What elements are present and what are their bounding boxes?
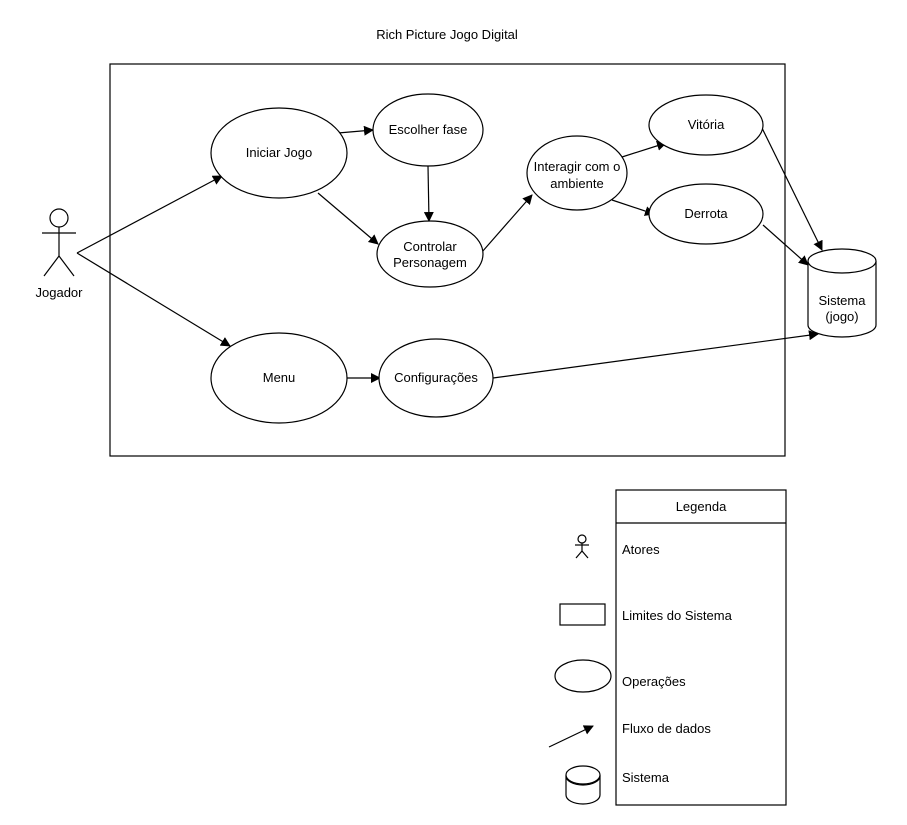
edge-iniciar-escolher <box>337 125 374 136</box>
label-interagir-line1: Interagir com o <box>534 159 621 174</box>
node-derrota <box>648 183 764 245</box>
legend-label-atores: Atores <box>622 542 660 557</box>
label-menu: Menu <box>263 370 296 385</box>
edge-jogador-menu <box>76 252 231 347</box>
node-escolher-fase <box>372 93 484 167</box>
legend-arrow-icon <box>548 725 594 748</box>
sistema-label-line2: (jogo) <box>825 309 858 324</box>
edge-jogador-iniciar <box>76 175 223 254</box>
label-vitoria: Vitória <box>688 117 725 132</box>
node-configuracoes <box>378 338 494 418</box>
edge-escolher-controlar <box>423 165 434 222</box>
edge-interagir-derrota <box>611 199 655 216</box>
actor-head-icon <box>49 208 69 228</box>
legend: Legenda Atores Limites do Sistema Operaç… <box>548 489 787 806</box>
label-derrota: Derrota <box>684 206 728 221</box>
label-controlar-line1: Controlar <box>403 239 457 254</box>
legend-label-sistema: Sistema <box>622 770 670 785</box>
edges <box>76 125 823 383</box>
edge-derrota-sistema <box>762 224 809 266</box>
sistema-label-line1: Sistema <box>819 293 867 308</box>
legend-box <box>615 489 787 806</box>
diagram-title: Rich Picture Jogo Digital <box>376 27 518 42</box>
label-iniciar-jogo: Iniciar Jogo <box>246 145 312 160</box>
node-vitoria <box>648 94 764 156</box>
legend-database-icon <box>565 765 601 805</box>
legend-actor-icon <box>575 534 589 559</box>
legend-label-operacoes: Operações <box>622 674 686 689</box>
actor-jogador <box>42 208 76 277</box>
edge-vitoria-sistema <box>761 127 823 251</box>
system-boundary <box>109 63 786 457</box>
node-iniciar-jogo <box>210 107 348 199</box>
legend-title: Legenda <box>676 499 727 514</box>
edge-iniciar-controlar <box>317 192 379 245</box>
label-configuracoes: Configurações <box>394 370 478 385</box>
edge-interagir-vitoria <box>621 140 667 158</box>
legend-label-fluxo: Fluxo de dados <box>622 721 711 736</box>
node-controlar-personagem <box>376 220 484 288</box>
edge-configuracoes-sistema <box>492 330 819 379</box>
label-escolher-fase: Escolher fase <box>389 122 468 137</box>
legend-operation-icon <box>554 659 612 693</box>
node-menu <box>210 332 348 424</box>
legend-label-limites: Limites do Sistema <box>622 608 733 623</box>
node-interagir-ambiente <box>526 135 628 211</box>
edge-controlar-interagir <box>481 194 533 253</box>
label-interagir-line2: ambiente <box>550 176 603 191</box>
legend-boundary-icon <box>559 603 606 626</box>
sistema-database-icon <box>807 248 877 338</box>
actor-label: Jogador <box>36 285 84 300</box>
label-controlar-line2: Personagem <box>393 255 467 270</box>
